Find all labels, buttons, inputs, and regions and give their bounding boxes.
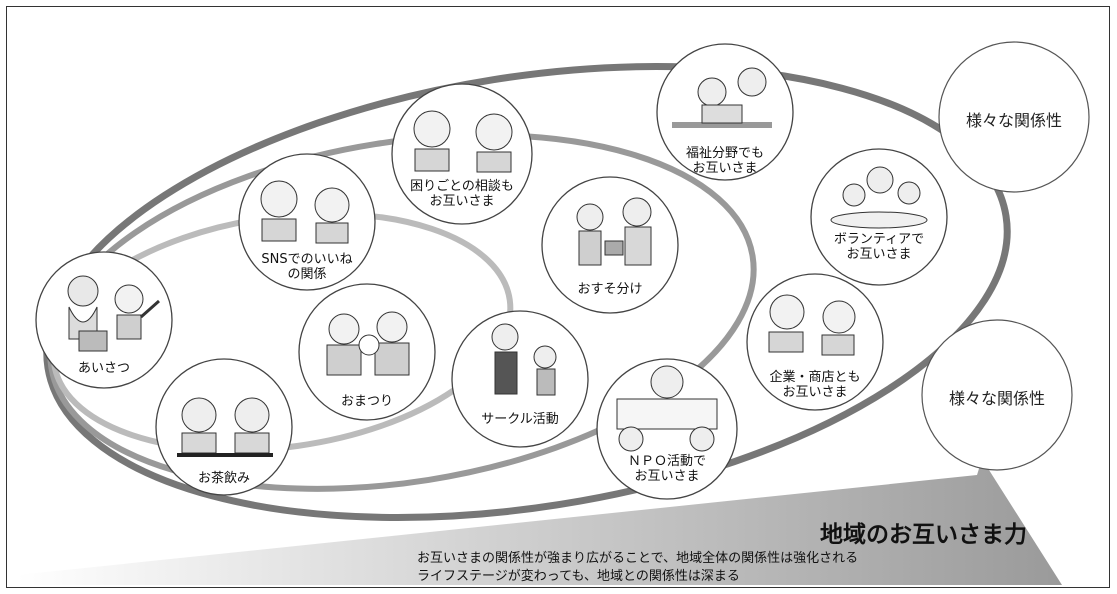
label-sns: SNSでのいいね の関係 [247, 252, 367, 282]
label-sns-line2: の関係 [287, 267, 327, 282]
node-npo [596, 358, 738, 500]
label-fukushi-line1: 福祉分野でも [685, 146, 764, 161]
label-npo-line1: ＮＰＯ活動で [627, 454, 706, 469]
footer-line-1: お互いさまの関係性が強まり広がることで、地域全体の関係性は強化される [417, 551, 859, 566]
growth-arrow [17, 459, 1062, 585]
label-circle-activity: サークル活動 [481, 412, 559, 427]
various-relations-bottom: 様々な関係性 [948, 389, 1045, 408]
node-omatsuri [298, 283, 436, 421]
node-aisatsu [35, 251, 173, 389]
label-kigyo: 企業・商店とも お互いさま [755, 370, 875, 400]
diagram-frame: あいさつ お茶飲み おまつり SNSでのいいね の関係 困りごとの相談も お互い… [6, 6, 1110, 588]
various-circle-bottom [921, 319, 1073, 471]
node-sns [238, 153, 376, 291]
label-volunteer-line2: お互いさま [846, 247, 912, 262]
label-kigyo-line1: 企業・商店とも [769, 370, 861, 385]
node-komarigoto [391, 83, 533, 225]
label-volunteer-line1: ボランティアで [833, 232, 925, 247]
label-kigyo-line2: お互いさま [782, 385, 848, 400]
label-osusowake: おすそ分け [577, 282, 643, 297]
node-fukushi [656, 43, 794, 181]
middle-ellipse [47, 132, 757, 492]
label-npo-line2: お互いさま [634, 469, 700, 484]
label-omatsuri: おまつり [340, 394, 393, 409]
label-komarigoto: 困りごとの相談も お互いさま [402, 179, 522, 209]
label-aisatsu: あいさつ [77, 361, 130, 376]
label-ochanomi: お茶飲み [197, 471, 250, 486]
label-komarigoto-line2: お互いさま [429, 194, 495, 209]
label-komarigoto-line1: 困りごとの相談も [410, 179, 514, 194]
label-fukushi-line2: お互いさま [692, 161, 758, 176]
diagram-canvas [17, 41, 1090, 585]
node-ochanomi [155, 358, 293, 496]
label-fukushi: 福祉分野でも お互いさま [665, 146, 785, 176]
various-circle-top [938, 41, 1090, 193]
node-osusowake [541, 176, 679, 314]
footer-title: 地域のお互いさま力 [820, 522, 1027, 548]
label-sns-line1: SNSでのいいね [261, 252, 353, 267]
node-volunteer [810, 148, 948, 286]
outer-ellipse [43, 63, 1011, 521]
label-volunteer: ボランティアで お互いさま [819, 232, 939, 262]
node-circle-activity [451, 310, 589, 448]
various-relations-top: 様々な関係性 [965, 111, 1062, 130]
footer-line-2: ライフステージが変わっても、地域との関係性は深まる [417, 569, 740, 584]
label-npo: ＮＰＯ活動で お互いさま [607, 454, 727, 484]
node-kigyo [746, 273, 884, 411]
